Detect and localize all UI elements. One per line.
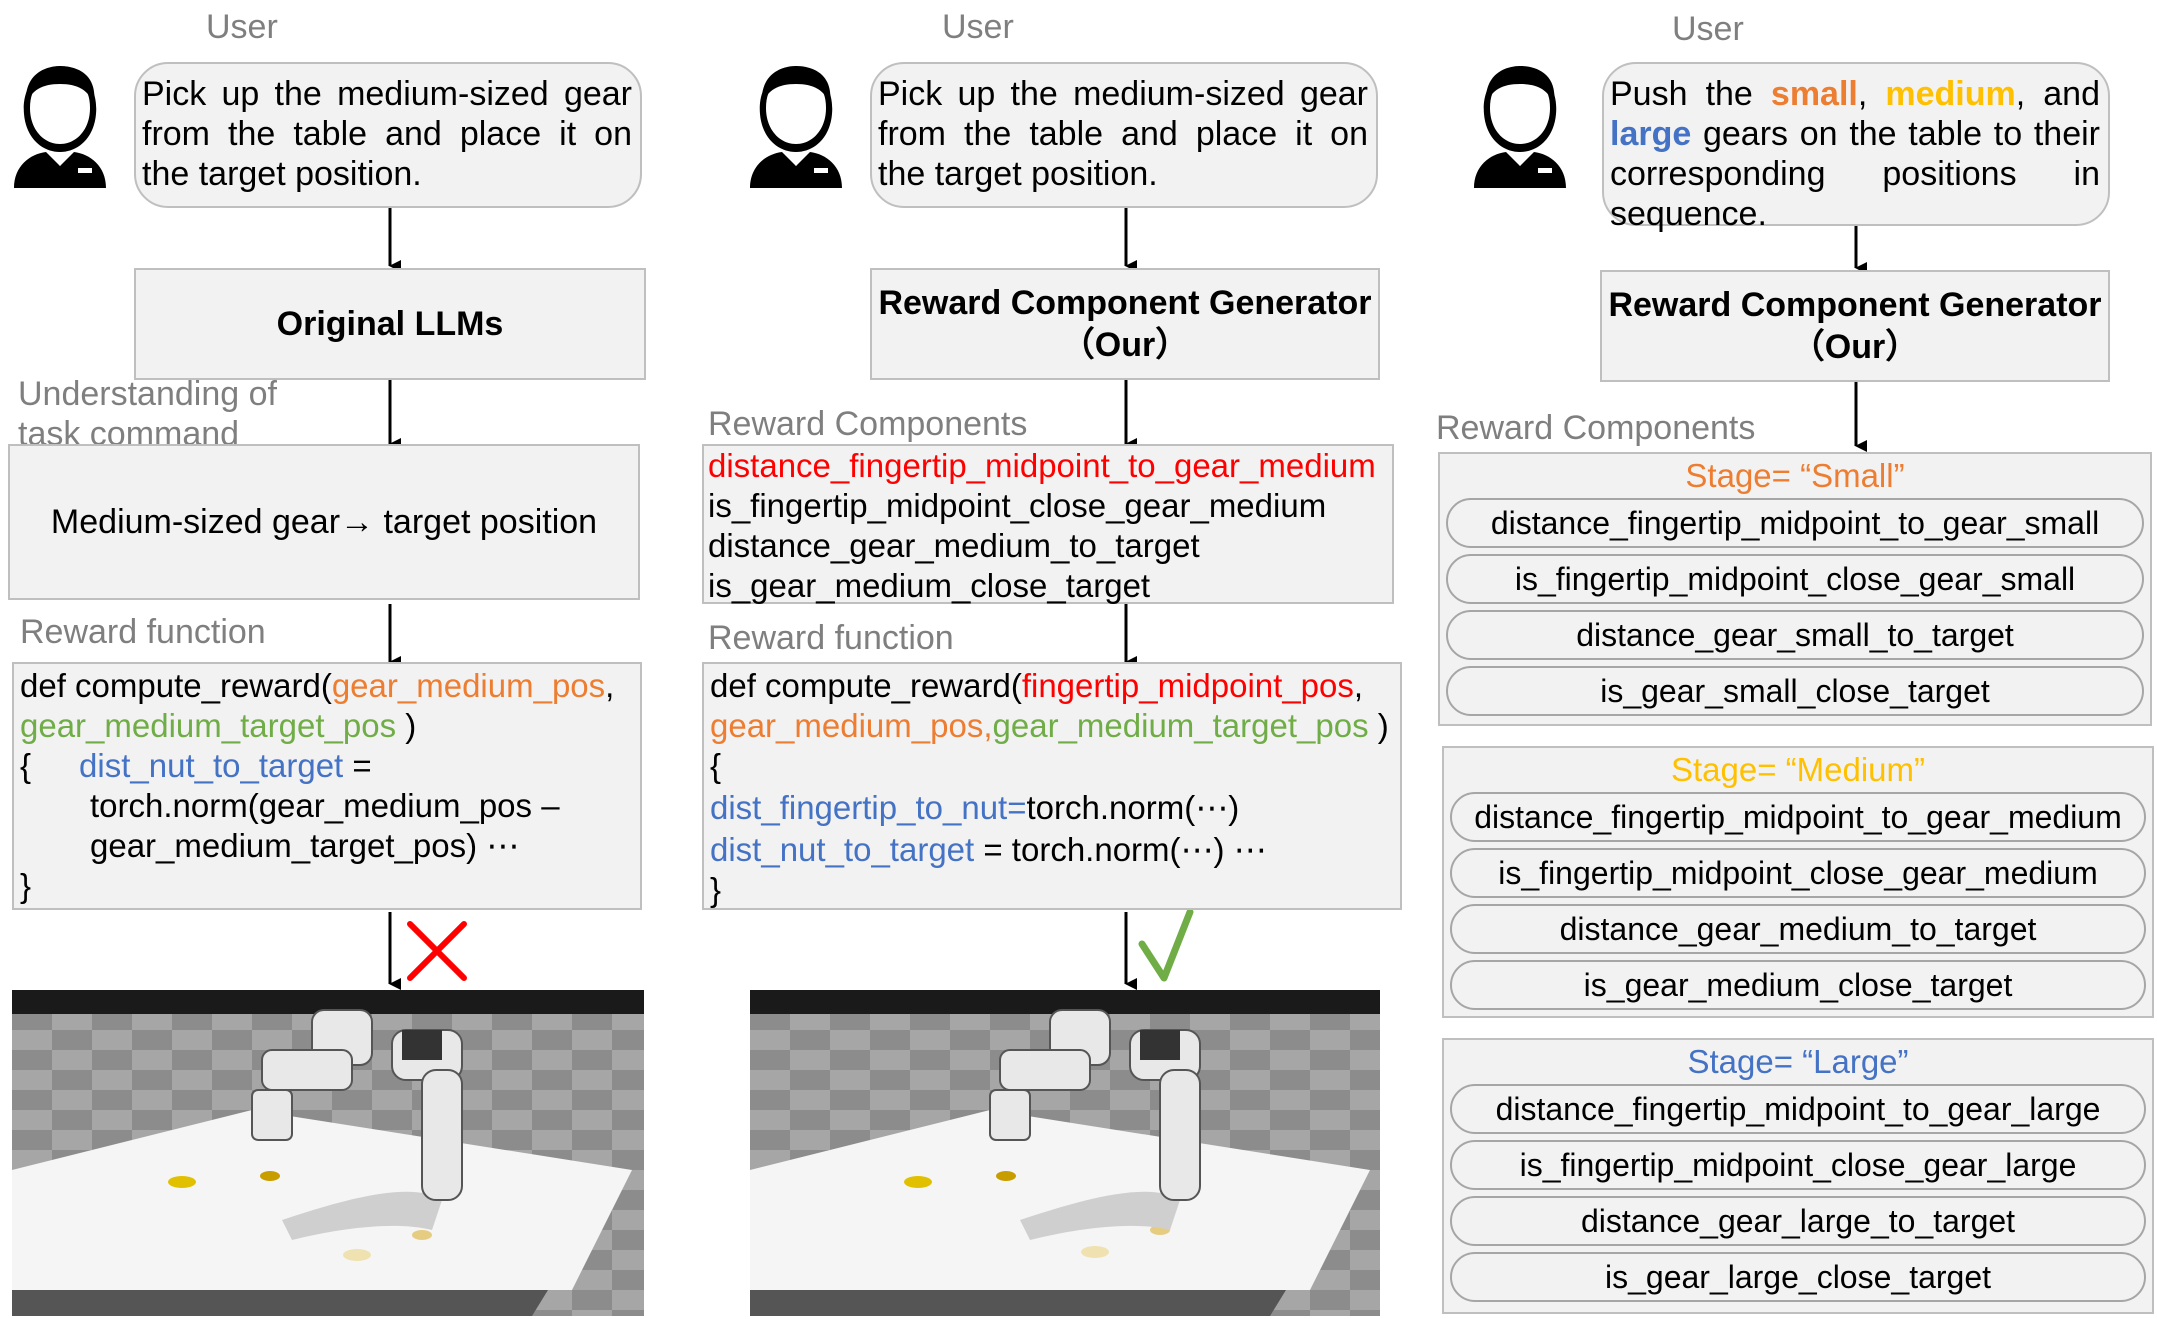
- stage-title: Stage= “Large”: [1687, 1043, 1909, 1080]
- stage-component-pill: distance_fingertip_midpoint_to_gear_larg…: [1450, 1084, 2146, 1134]
- code-token: def compute_reward(: [710, 667, 1022, 704]
- stage-component-pill: distance_fingertip_midpoint_to_gear_medi…: [1450, 792, 2146, 842]
- reward-function-code-ours: def compute_reward(fingertip_midpoint_po…: [702, 662, 1402, 910]
- code-token: ): [1368, 707, 1389, 744]
- reward-components-label: Reward Components: [1436, 409, 1756, 447]
- box-title: Reward Component Generator: [878, 284, 1372, 322]
- stage-component-pill: is_fingertip_midpoint_close_gear_medium: [1450, 848, 2146, 898]
- code-line: { dist_nut_to_target =: [20, 746, 634, 786]
- code-arg: fingertip_midpoint_pos: [1021, 667, 1354, 704]
- stage-component-pill: is_fingertip_midpoint_close_gear_large: [1450, 1140, 2146, 1190]
- user-prompt-bubble: Pick up the medium-sized gear from the t…: [134, 62, 642, 208]
- code-line: dist_nut_to_target = torch.norm(⋯) ⋯: [710, 830, 1394, 870]
- user-icon: [14, 66, 106, 188]
- user-label: User: [206, 8, 278, 46]
- reward-component-generator-box: Reward Component Generator （Our）: [1600, 270, 2110, 382]
- code-line: def compute_reward(fingertip_midpoint_po…: [710, 666, 1394, 706]
- code-arg: gear_medium_pos: [331, 667, 606, 704]
- user-prompt-bubble: Push the small, medium, and large gears …: [1602, 62, 2110, 233]
- code-arg: gear_medium_target_pos: [992, 707, 1369, 744]
- stage-component-pill: distance_gear_large_to_target: [1450, 1196, 2146, 1246]
- stage-component-pill: is_gear_medium_close_target: [1450, 960, 2146, 1010]
- prompt-keyword-small: small: [1770, 75, 1858, 113]
- cross-mark-icon: [407, 921, 467, 981]
- prompt-text: , and: [2015, 75, 2100, 113]
- code-line: }: [710, 871, 722, 908]
- code-token: ,: [983, 707, 993, 744]
- code-token: def compute_reward(: [20, 667, 332, 704]
- component-item: is_fingertip_midpoint_close_gear_medium: [708, 487, 1327, 524]
- code-var: dist_fingertip_to_nut=: [710, 789, 1027, 826]
- component-item: distance_gear_medium_to_target: [708, 527, 1200, 564]
- reward-components-label: Reward Components: [708, 405, 1028, 443]
- code-line: gear_medium_target_pos) ⋯: [90, 827, 520, 864]
- user-icon: [1474, 66, 1566, 188]
- original-llms-box: Original LLMs: [134, 268, 646, 380]
- code-token: torch.norm(⋯): [1026, 789, 1240, 826]
- simulation-render: [12, 990, 644, 1316]
- code-line: torch.norm(gear_medium_pos –: [90, 787, 560, 824]
- stage-component-pill: is_gear_large_close_target: [1450, 1252, 2146, 1302]
- reward-function-label: Reward function: [20, 613, 266, 651]
- user-prompt-bubble: Pick up the medium-sized gear from the t…: [870, 62, 1378, 208]
- user-label: User: [1672, 10, 1744, 48]
- stage-component-pill: distance_gear_small_to_target: [1446, 610, 2144, 660]
- code-var: dist_nut_to_target: [710, 831, 975, 868]
- code-line: dist_fingertip_to_nut=torch.norm(⋯): [710, 788, 1394, 828]
- component-item: is_gear_medium_close_target: [708, 567, 1151, 604]
- code-line: {: [710, 747, 722, 784]
- box-subtitle: （Our）: [1060, 326, 1190, 364]
- reward-components-box: distance_fingertip_midpoint_to_gear_medi…: [702, 444, 1394, 604]
- user-label: User: [942, 8, 1014, 46]
- check-mark-icon: [1138, 908, 1194, 982]
- box-subtitle: （Our）: [1790, 328, 1920, 366]
- stage-small-box: Stage= “Small” distance_fingertip_midpoi…: [1438, 452, 2152, 726]
- understanding-label: Understanding of task command: [18, 374, 277, 454]
- code-var: dist_nut_to_target: [79, 747, 344, 784]
- prompt-keyword-medium: medium: [1885, 75, 2016, 113]
- stage-component-pill: is_fingertip_midpoint_close_gear_small: [1446, 554, 2144, 604]
- code-token: =: [343, 747, 372, 784]
- understanding-box: Medium-sized gear→ target position: [8, 444, 640, 600]
- prompt-keyword-large: large: [1610, 115, 1692, 153]
- code-token: ): [396, 707, 417, 744]
- reward-function-code-baseline: def compute_reward(gear_medium_pos, gear…: [12, 662, 642, 910]
- code-line: gear_medium_target_pos ): [20, 706, 634, 746]
- stage-component-pill: is_gear_small_close_target: [1446, 666, 2144, 716]
- reward-component-generator-box: Reward Component Generator （Our）: [870, 268, 1380, 380]
- understanding-text: Medium-sized gear→ target position: [50, 502, 598, 541]
- simulation-render: [750, 990, 1380, 1316]
- code-arg: gear_medium_pos: [710, 707, 984, 744]
- code-token: ,: [605, 667, 615, 704]
- label-line: Understanding of: [18, 375, 277, 413]
- code-token: ,: [1353, 667, 1364, 704]
- prompt-text: ,: [1857, 75, 1886, 113]
- stage-title: Stage= “Small”: [1685, 457, 1905, 494]
- stage-component-pill: distance_gear_medium_to_target: [1450, 904, 2146, 954]
- stage-title: Stage= “Medium”: [1670, 751, 1926, 788]
- code-line: def compute_reward(gear_medium_pos,: [20, 666, 634, 706]
- robot-scene-image: [750, 990, 1380, 1316]
- code-line: }: [20, 867, 32, 904]
- code-line: gear_medium_pos,gear_medium_target_pos ): [710, 706, 1394, 746]
- stage-component-pill: distance_fingertip_midpoint_to_gear_smal…: [1446, 498, 2144, 548]
- prompt-text: Push the: [1610, 75, 1771, 113]
- robot-scene-image: [12, 990, 644, 1316]
- prompt-text: gears on the table to their correspondin…: [1610, 115, 2100, 233]
- code-arg: gear_medium_target_pos: [20, 707, 397, 744]
- component-item: distance_fingertip_midpoint_to_gear_medi…: [708, 447, 1376, 484]
- box-title: Reward Component Generator: [1608, 286, 2102, 324]
- reward-function-label: Reward function: [708, 619, 954, 657]
- code-token: {: [20, 747, 32, 784]
- stage-large-box: Stage= “Large” distance_fingertip_midpoi…: [1442, 1038, 2154, 1314]
- user-icon: [750, 66, 842, 188]
- code-token: = torch.norm(⋯) ⋯: [974, 831, 1267, 868]
- stage-medium-box: Stage= “Medium” distance_fingertip_midpo…: [1442, 746, 2154, 1018]
- box-title: Original LLMs: [276, 305, 504, 343]
